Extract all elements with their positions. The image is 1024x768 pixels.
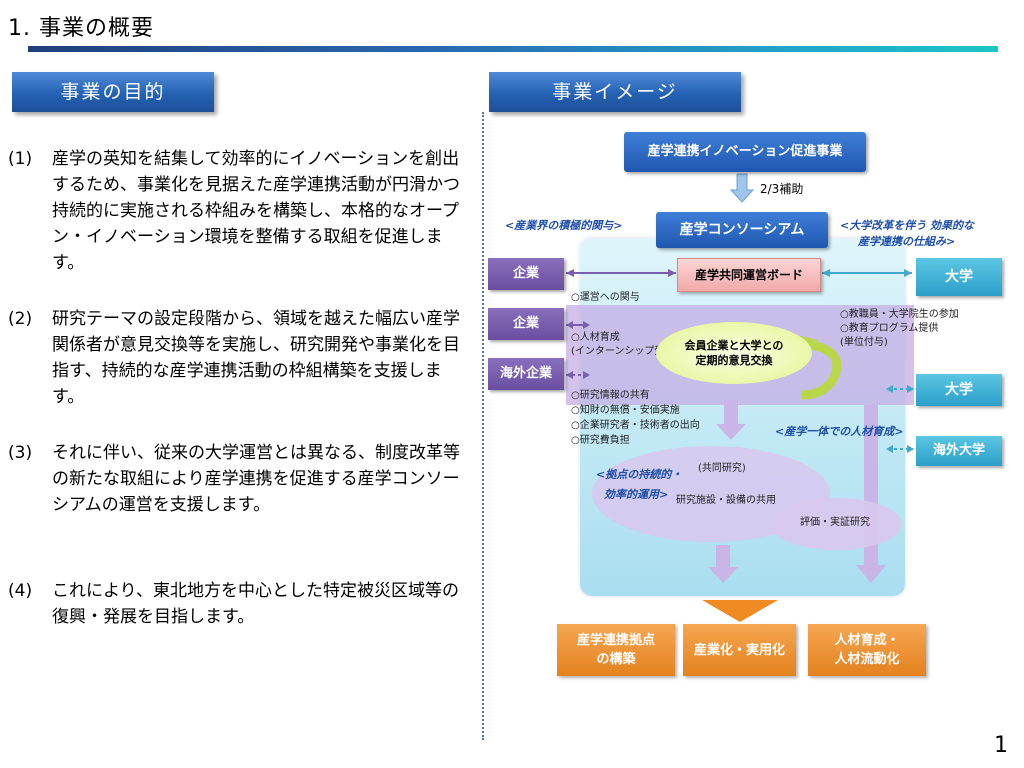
note-line: ○教育プログラム提供	[840, 323, 939, 334]
outcome-line: 産業化・実用化	[693, 642, 785, 658]
page-title: 1. 事業の概要	[8, 16, 154, 41]
note-line: ○研究情報の共有	[571, 390, 650, 401]
exchange-band	[566, 305, 914, 405]
project-image-heading: 事業イメージ	[489, 72, 741, 112]
outcome-triangle	[702, 600, 778, 622]
base-operation-ellipse	[592, 446, 830, 542]
overseas-university-box: 海外大学	[916, 436, 1002, 466]
outcome-hr-mobility: 人材育成・ 人材流動化	[808, 624, 926, 676]
facility-sharing-label: 研究施設・設備の共用	[676, 495, 776, 506]
note-line: (インターンシップ受入)	[571, 346, 679, 357]
hr-development-note: <産学一体での人材育成>	[775, 425, 904, 438]
note-line: ○研究費負担	[571, 435, 630, 446]
note-line: ○人材育成	[571, 332, 620, 343]
cycle-arrow	[801, 340, 842, 400]
company-note-a: ○運営への関与	[571, 291, 640, 305]
outcome-line: 産学連携拠点	[576, 633, 655, 648]
university-notes: ○教職員・大学院生の参加 ○教育プログラム提供 (単位付与)	[840, 308, 959, 350]
exchange-ellipse: 会員企業と大学との 定期的意見交換	[656, 322, 812, 384]
outcome-industrialization: 産業化・実用化	[683, 624, 796, 676]
base-operation-note-1: <拠点の持続的・	[596, 468, 683, 481]
purpose-item-2: (2) 研究テーマの設定段階から、領域を越えた幅広い産学関係者が意見交換等を実施…	[8, 306, 470, 410]
consortium-box: 産学コンソーシアム	[656, 212, 828, 248]
outcome-line: の構築	[596, 652, 636, 667]
purpose-item-3: (3) それに伴い、従来の大学運営とは異なる、制度改革等の新たな取組により産学連…	[8, 440, 470, 518]
page-number: 1	[994, 733, 1008, 758]
outcome-line: 人材育成・	[834, 633, 900, 648]
outcome-base-building: 産学連携拠点 の構築	[557, 624, 675, 676]
company-box-2: 企業	[488, 308, 564, 340]
exchange-line-1: 会員企業と大学との	[684, 339, 784, 352]
item-text: 産学の英知を結集して効率的にイノベーションを創出するため、事業化を見据えた産学連…	[52, 149, 460, 273]
item-text: それに伴い、従来の大学運営とは異なる、制度改革等の新たな取組により産学連携を促進…	[52, 443, 460, 515]
note-line: ○教職員・大学院生の参加	[840, 309, 959, 320]
university-box-2: 大学	[916, 374, 1002, 406]
column-divider	[482, 112, 484, 740]
university-reform-note-2: 産学連携の仕組み>	[858, 235, 956, 248]
item-text: 研究テーマの設定段階から、領域を越えた幅広い産学関係者が意見交換等を実施し、研究…	[52, 309, 460, 407]
subsidy-label: 2/3補助	[760, 182, 804, 196]
university-box-1: 大学	[916, 258, 1002, 296]
note-line: ○知財の無償・安価実施	[571, 405, 680, 416]
company-note-c: ○研究情報の共有 ○知財の無償・安価実施 ○企業研究者・技術者の出向 ○研究費負…	[571, 388, 700, 448]
joint-research-label: (共同研究)	[698, 463, 746, 474]
company-box-1: 企業	[488, 258, 564, 290]
evaluation-ellipse	[770, 498, 902, 550]
purpose-item-1: (1) 産学の英知を結集して効率的にイノベーションを創出するため、事業化を見据え…	[8, 146, 470, 276]
evaluation-label: 評価・実証研究	[800, 517, 870, 528]
down-arrow-right	[856, 405, 886, 583]
base-operation-note-2: 効率的運用>	[604, 488, 669, 501]
top-project-box: 産学連携イノベーション促進事業	[624, 132, 866, 172]
overseas-company-box: 海外企業	[488, 358, 564, 390]
purpose-item-4: (4) これにより、東北地方を中心とした特定被災区域等の復興・発展を目指します。	[8, 578, 470, 630]
note-line: ○企業研究者・技術者の出向	[571, 420, 700, 431]
down-arrow-center	[716, 400, 746, 440]
consortium-area	[580, 238, 905, 596]
item-number: (2)	[8, 309, 33, 329]
company-note-b: ○人材育成 (インターンシップ受入)	[571, 331, 678, 359]
down-arrow-left	[708, 545, 738, 583]
subsidy-arrow	[729, 173, 755, 203]
item-text: これにより、東北地方を中心とした特定被災区域等の復興・発展を目指します。	[52, 581, 459, 627]
note-line: (単位付与)	[840, 337, 888, 348]
item-number: (1)	[8, 149, 33, 169]
item-number: (4)	[8, 581, 33, 601]
item-number: (3)	[8, 443, 33, 463]
purpose-heading: 事業の目的	[12, 72, 214, 112]
note-line: ○運営への関与	[571, 292, 640, 303]
title-underline	[28, 46, 998, 52]
industry-involvement-note: <産業界の積極的関与>	[505, 219, 623, 232]
outcome-line: 人材流動化	[834, 652, 900, 667]
university-reform-note-1: <大学改革を伴う 効果的な	[840, 219, 975, 232]
board-box: 産学共同運営ボード	[677, 258, 821, 292]
exchange-line-2: 定期的意見交換	[695, 354, 773, 367]
